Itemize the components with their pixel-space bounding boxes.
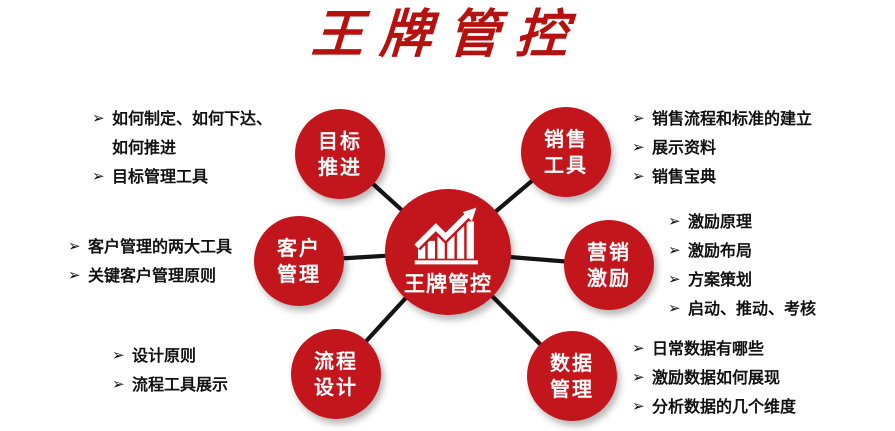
node-label-line: 推进	[318, 155, 362, 179]
node-label-line: 设计	[314, 375, 358, 399]
list-customer-management: ➢ 客户管理的两大工具 ➢ 关键客户管理原则	[68, 232, 278, 290]
bullet-arrow-icon: ➢	[68, 237, 81, 255]
list-item: ➢ 激励数据如何展现	[632, 363, 882, 392]
bullet-arrow-icon: ➢	[92, 109, 105, 127]
list-item: ➢ 销售宝典	[632, 162, 862, 191]
list-item: ➢ 目标管理工具	[92, 162, 292, 191]
list-item: ➢ 启动、推动、考核	[668, 294, 888, 323]
list-sales-tools: ➢ 销售流程和标准的建立 ➢ 展示资料 ➢ 销售宝典	[632, 104, 862, 191]
node-label-line: 工具	[544, 153, 588, 177]
bullet-arrow-icon: ➢	[112, 346, 125, 364]
node-circle-customer-management: 客户 管理	[254, 216, 344, 306]
bullet-arrow-icon: ➢	[632, 368, 645, 386]
node-label-line: 客户	[277, 236, 321, 260]
hub-circle: 王牌管控	[385, 189, 511, 315]
bullet-arrow-icon: ➢	[632, 109, 645, 127]
node-label-line: 销售	[544, 127, 588, 151]
bullet-arrow-icon: ➢	[668, 299, 681, 317]
list-process-design: ➢ 设计原则 ➢ 流程工具展示	[112, 341, 292, 399]
bullet-arrow-icon: ➢	[632, 167, 645, 185]
list-item: ➢ 方案策划	[668, 265, 888, 294]
node-circle-sales-tools: 销售 工具	[521, 107, 611, 197]
node-circle-goal-advance: 目标 推进	[295, 109, 385, 199]
node-circle-marketing-incentive: 营销 激励	[564, 220, 654, 310]
node-label-line: 管理	[550, 377, 594, 401]
list-item: ➢ 展示资料	[632, 133, 862, 162]
node-label-line: 流程	[314, 349, 358, 373]
rising-bar-chart-icon	[412, 207, 478, 265]
list-item: ➢ 日常数据有哪些	[632, 334, 882, 363]
bullet-arrow-icon: ➢	[92, 167, 105, 185]
node-circle-data-management: 数据 管理	[527, 331, 617, 421]
bullet-arrow-icon: ➢	[668, 212, 681, 230]
list-item: ➢ 分析数据的几个维度	[632, 392, 882, 421]
list-item: ➢ 客户管理的两大工具	[68, 232, 278, 261]
list-item: ➢ 激励布局	[668, 236, 888, 265]
list-item: ➢ 激励原理	[668, 207, 888, 236]
list-goal-advance: ➢ 如何制定、如何下达、如何推进 ➢ 目标管理工具	[92, 104, 292, 191]
list-item: ➢ 销售流程和标准的建立	[632, 104, 862, 133]
list-item: ➢ 设计原则	[112, 341, 292, 370]
node-label-line: 激励	[587, 266, 631, 290]
list-marketing-incentive: ➢ 激励原理 ➢ 激励布局 ➢ 方案策划 ➢ 启动、推动、考核	[668, 207, 888, 323]
bullet-arrow-icon: ➢	[68, 266, 81, 284]
list-data-management: ➢ 日常数据有哪些 ➢ 激励数据如何展现 ➢ 分析数据的几个维度	[632, 334, 882, 421]
bullet-arrow-icon: ➢	[668, 241, 681, 259]
node-label-line: 目标	[318, 129, 362, 153]
bullet-arrow-icon: ➢	[632, 339, 645, 357]
node-label-line: 营销	[587, 240, 631, 264]
hub-label: 王牌管控	[404, 272, 492, 296]
node-circle-process-design: 流程 设计	[291, 329, 381, 419]
bullet-arrow-icon: ➢	[632, 138, 645, 156]
bullet-arrow-icon: ➢	[112, 375, 125, 393]
list-item: ➢ 如何制定、如何下达、如何推进	[92, 104, 292, 162]
node-label-line: 数据	[550, 351, 594, 375]
node-label-line: 管理	[277, 262, 321, 286]
list-item: ➢ 流程工具展示	[112, 370, 292, 399]
list-item: ➢ 关键客户管理原则	[68, 261, 278, 290]
bullet-arrow-icon: ➢	[668, 270, 681, 288]
bullet-arrow-icon: ➢	[632, 397, 645, 415]
